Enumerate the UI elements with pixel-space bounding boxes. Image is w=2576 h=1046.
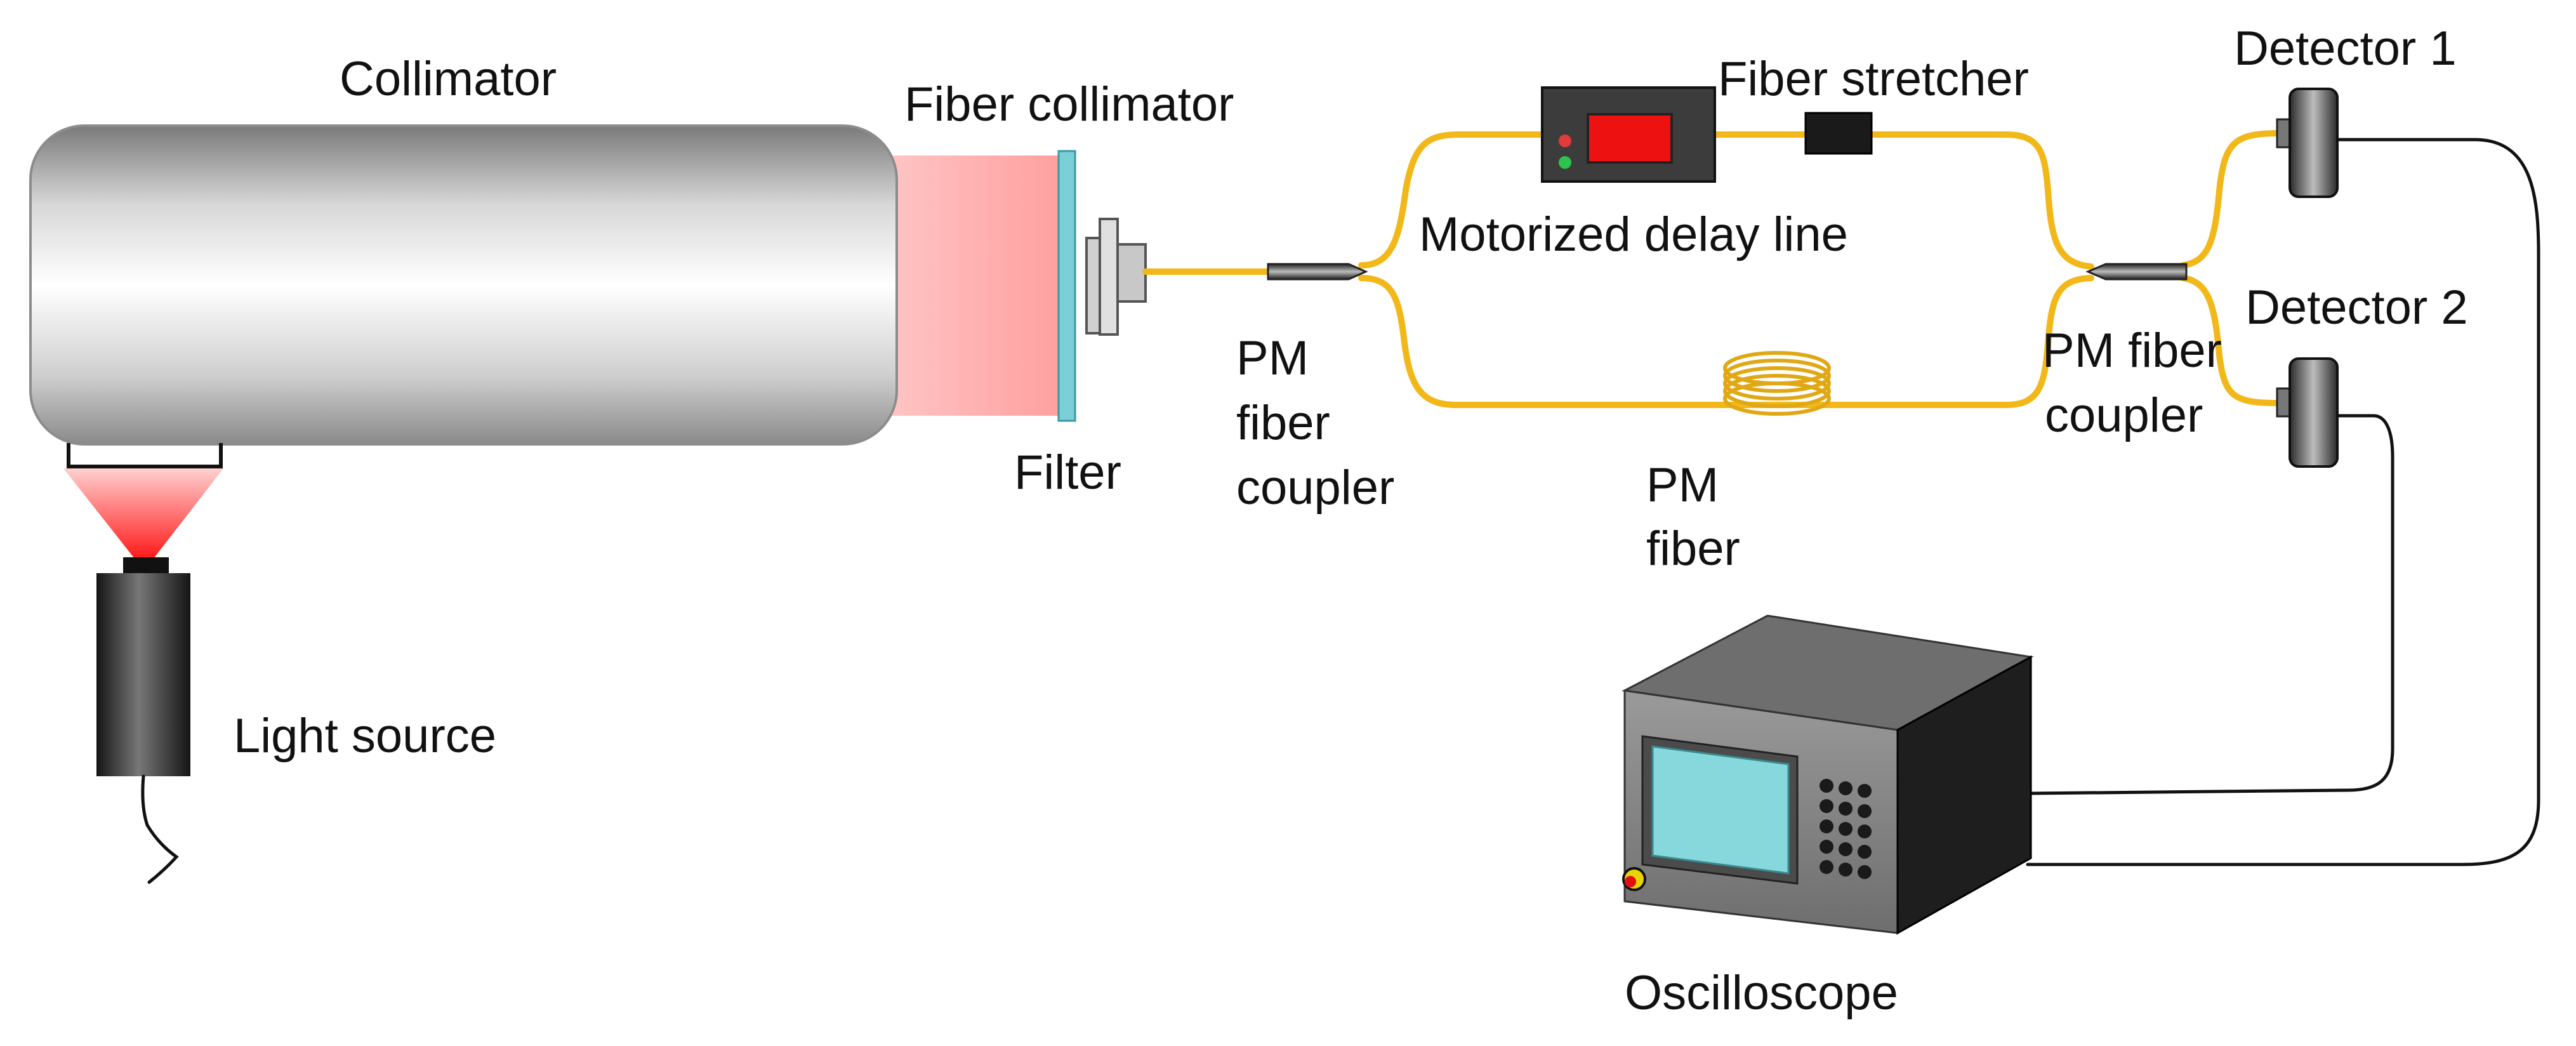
fiber-stretcher-label: Fiber stretcher — [1718, 52, 2029, 106]
pm-fiber-coupler-right-line-2: coupler — [2045, 388, 2203, 442]
delay-line-indicator-red — [1559, 135, 1571, 147]
output-fiber-1 — [2180, 130, 2282, 268]
oscilloscope-side — [1896, 655, 2032, 935]
collimator-label: Collimator — [340, 52, 557, 106]
pm-fiber-coupler-left-line-3: coupler — [1236, 461, 1394, 515]
detector-2-cable[interactable] — [2026, 414, 2394, 795]
right-pm-fiber-coupler — [2085, 263, 2188, 281]
pm-fiber-coupler-left-line-2: fiber — [1236, 396, 1330, 450]
oscilloscope-screen — [1651, 745, 1790, 875]
filter-label: Filter — [1014, 446, 1121, 500]
detector-2-label: Detector 2 — [2245, 281, 2468, 334]
filter-plate — [1057, 150, 1076, 422]
light-source-body — [96, 573, 190, 776]
fiber-stretcher — [1804, 112, 1873, 155]
left-pm-fiber-coupler — [1267, 263, 1368, 281]
collimator-body — [29, 124, 898, 446]
detector-1-cable[interactable] — [2026, 138, 2540, 866]
oscilloscope-keypad[interactable] — [1820, 779, 1872, 879]
oscilloscope-label: Oscilloscope — [1625, 966, 1898, 1020]
fiber-collimator-barrel — [1116, 243, 1147, 303]
delay-line-indicator-green — [1559, 156, 1571, 169]
fiber-collimator-flange — [1099, 218, 1119, 336]
fiber-collimator-label: Fiber collimator — [904, 77, 1234, 131]
pm-fiber-coupler-right-line-1: PM fiber — [2042, 324, 2222, 378]
collimated-beam — [888, 156, 1063, 416]
pm-fiber-label-line-1: PM — [1646, 458, 1719, 512]
pm-fiber-coupler-left-line-1: PM — [1236, 331, 1309, 385]
light-source-label: Light source — [234, 709, 496, 763]
detector-1 — [2276, 88, 2339, 198]
output-fiber-2 — [2180, 275, 2282, 406]
upper-arm-fiber — [1358, 131, 2094, 270]
pm-fiber-label-line-2: fiber — [1646, 522, 1740, 576]
collimator-mount — [67, 443, 223, 468]
fiber-collimator-plate — [1085, 237, 1102, 334]
motorized-delay-line-label: Motorized delay line — [1419, 208, 1848, 262]
light-cone — [63, 468, 223, 559]
light-source-tip — [123, 557, 169, 575]
oscilloscope-power-knob-center — [1625, 876, 1636, 887]
oscilloscope — [1622, 614, 2034, 935]
motorized-delay-line-display — [1587, 113, 1673, 164]
detector-2 — [2276, 357, 2339, 468]
motorized-delay-line-box — [1541, 86, 1716, 183]
light-source-cable[interactable] — [141, 774, 179, 884]
detector-1-label: Detector 1 — [2234, 22, 2457, 76]
pm-fiber-coil — [1723, 351, 1831, 416]
